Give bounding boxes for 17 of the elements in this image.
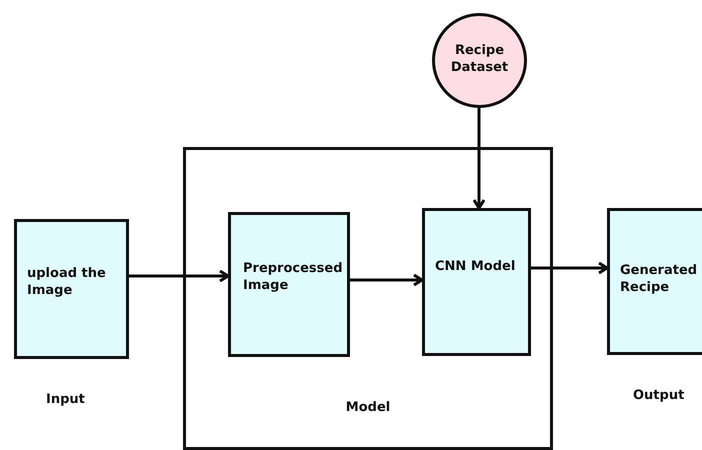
arrow (129, 270, 230, 282)
node-label: Generated Recipe (620, 263, 698, 297)
process-box (422, 208, 531, 356)
group-label: Model (344, 400, 392, 417)
caption-label: Output (633, 388, 684, 403)
node-label: Preprocessed Image (243, 261, 343, 295)
node-label: upload the Image (27, 266, 107, 300)
node-label: CNN Model (435, 259, 516, 276)
process-box (607, 208, 702, 355)
process-box (14, 219, 129, 359)
arrow (350, 274, 424, 286)
arrow (531, 262, 608, 274)
arrow (472, 108, 486, 210)
process-box (228, 212, 350, 357)
node-label: Recipe Dataset (450, 43, 510, 77)
caption-label: Input (46, 392, 85, 407)
group-container (183, 147, 553, 450)
